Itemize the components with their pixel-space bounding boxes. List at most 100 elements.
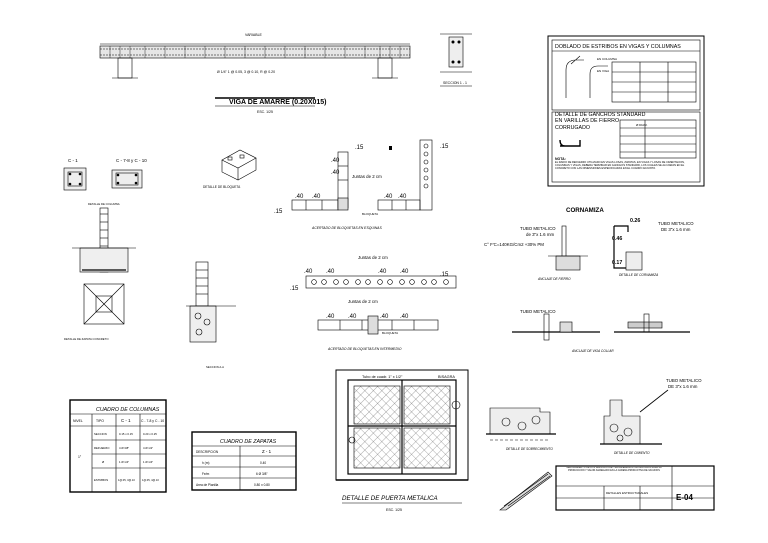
dim-026: 0.26 bbox=[630, 218, 640, 224]
columnas-secciones: C - 1 C - 7-8 y C - 10 DETALLE DE COLUMN… bbox=[63, 149, 257, 206]
dim-15-mid-r: .15 bbox=[440, 272, 449, 278]
c1-label: C - 1 bbox=[68, 158, 78, 163]
cz-h-0: DESCRIPCION bbox=[196, 450, 219, 454]
seccion-1-1-label: SECCION 1 - 1 bbox=[443, 81, 467, 85]
bloqueta-hueca-a: BLOQUETA bbox=[362, 212, 378, 216]
dim-40-h: .40 bbox=[326, 269, 335, 275]
zapata-label: DETALLE DE ZAPATA CONCRETO bbox=[64, 337, 109, 341]
cz-r0-c0: h (m) bbox=[202, 461, 209, 465]
cc-h-1: TIPO bbox=[96, 419, 104, 423]
bloqueta-hueca-b: BLOQUETA bbox=[382, 331, 398, 335]
dim-40-l: .40 bbox=[348, 314, 357, 320]
dim-15-top: .15 bbox=[355, 145, 364, 151]
cornamiza: CORNAMIZA TUBO METALICO de 3"x 1.6 mm C°… bbox=[484, 207, 694, 353]
seccion-1-1: SECCION 1 - 1 bbox=[440, 33, 472, 87]
estribos-col-label: EN COLUMNA bbox=[597, 57, 617, 61]
cc-r1-c3: 4 Ø 1/2" bbox=[143, 446, 153, 450]
dim-017: 0.17 bbox=[612, 260, 622, 266]
intermedio-label: ACERTADO DE BLOQUETAS EN INTERMEDIO bbox=[327, 347, 402, 351]
dim-40-k: .40 bbox=[326, 314, 335, 320]
sheet-name: DETALLES ESTRUCTURALES bbox=[606, 491, 648, 495]
sobrecimiento-label: DETALLE DE SOBRECIMIENTO bbox=[506, 447, 553, 451]
cz-r2-c0: Area de Planilla bbox=[196, 483, 219, 487]
title-block: MEJORAMIENTO DE LOS SERVICIOS DE TRANSFE… bbox=[499, 465, 715, 511]
dim-40-n: .40 bbox=[400, 314, 409, 320]
cimiento-label: DETALLE DE CIMIENTO bbox=[614, 451, 650, 455]
cc-r3-c2: 1@.05, 3@.10 bbox=[118, 478, 135, 482]
cc-r2-c3: 1 Ø 1/4" bbox=[143, 460, 153, 464]
dim-40-m: .40 bbox=[380, 314, 389, 320]
c2-label: C - 7-8 y C - 10 bbox=[116, 158, 147, 163]
cc-h-3: C - 7-8 y C - 10 bbox=[141, 419, 164, 423]
puerta-scale: ESC. 1/25 bbox=[386, 508, 402, 512]
bloquetas-intermedio: Juntas de 2 cm .40 .40 .40 .40 .15 .15 .… bbox=[290, 255, 457, 351]
zapata-elevacion: DETALLE DE ZAPATA CONCRETO bbox=[64, 207, 136, 341]
cc-r2-c1: Ø bbox=[102, 460, 105, 464]
cc-r3-c3: 1@.05, 4@.10 bbox=[142, 478, 159, 482]
cc-h-0: NIVEL bbox=[73, 419, 83, 423]
dim-40-g: .40 bbox=[304, 269, 313, 275]
dim-046: 0.46 bbox=[612, 236, 622, 242]
dim-40-a: .40 bbox=[331, 158, 340, 164]
cornamiza-title: CORNAMIZA bbox=[566, 207, 604, 214]
dim-40-b: .40 bbox=[331, 170, 340, 176]
junta-label-b: Juntas de 2 cm bbox=[358, 255, 388, 260]
detalle-cornamiza-label: DETALLE DE CORNAMIZA bbox=[619, 273, 658, 277]
bloqueta-label: DETALLE DE BLOQUETA bbox=[203, 185, 241, 189]
nota-text: EL RADIO DE REFUERZO UTILIZADO EN VIGAS … bbox=[555, 161, 685, 171]
cc-r1-c1: REFUERZO bbox=[94, 446, 110, 450]
project-name: MEJORAMIENTO DE LOS SERVICIOS DE TRANSFE… bbox=[566, 467, 662, 472]
ganchos-title: DETALLE DE GANCHOS STANDARD EN VARILLAS … bbox=[555, 112, 646, 131]
esquinas-label: ACERTADO DE BLOQUETAS EN ESQUINAS bbox=[311, 226, 382, 230]
cc-r2-c2: 1 Ø 1/4" bbox=[119, 460, 129, 464]
dim-15-right: .15 bbox=[440, 144, 449, 150]
puerta-metalica: Tubo de cuadr. 1" x 1/2" BISAGRA DETALLE… bbox=[335, 369, 469, 512]
bisagra-label: BISAGRA bbox=[438, 375, 455, 379]
concreto-label: C° F'C=140KG/Cm2 +30% PM bbox=[484, 242, 544, 247]
dim-40-e: .40 bbox=[384, 194, 393, 200]
viga-scale: ESC. 1/25 bbox=[257, 110, 273, 114]
estribos-panel: DOBLADO DE ESTRIBOS EN VIGAS Y COLUMNAS … bbox=[547, 35, 705, 187]
lamina-number: E-04 bbox=[676, 493, 693, 502]
tubo3-label: TUBO METALICO bbox=[520, 309, 556, 314]
viga-title: VIGA DE AMARRE (0.20X015) bbox=[229, 99, 327, 106]
estribos-title: DOBLADO DE ESTRIBOS EN VIGAS Y COLUMNAS bbox=[555, 44, 681, 50]
dim-15-left: .15 bbox=[274, 209, 283, 215]
junta-label-c: Juntas de 2 cm bbox=[348, 299, 378, 304]
col-section-label: DETALLE DE COLUMNA bbox=[88, 202, 120, 206]
cuadro-columnas: CUADRO DE COLUMNAS NIVEL TIPO C - 1 C - … bbox=[69, 399, 167, 493]
bloquetas-esquinas: .15 .40 .40 .40 .40 .15 .40 .40 .15 Junt… bbox=[274, 139, 449, 230]
tubo2-dim: DE 3"x 1.6 mm bbox=[661, 227, 691, 232]
cc-r2-c0: 1° bbox=[78, 455, 82, 459]
tubo-cim-label: TUBO METALICO bbox=[666, 378, 702, 383]
cc-r3-c1: ESTRIBOS bbox=[94, 478, 108, 482]
junta-label-a: Juntas de 2 cm bbox=[352, 174, 382, 179]
cuadro-zapatas: CUADRO DE ZAPATAS DESCRIPCION Z - 1 h (m… bbox=[191, 431, 297, 491]
seccion-aa-label: SECCION A-A bbox=[206, 365, 224, 369]
cimientos: TUBO METALICO DE 3"x 1.6 mm DETALLE DE S… bbox=[486, 378, 702, 455]
puerta-title: DETALLE DE PUERTA METALICA bbox=[342, 495, 438, 502]
bloqueta-isometric bbox=[221, 149, 257, 181]
cz-r2-c1: 0.80 x 0.80 bbox=[254, 483, 270, 487]
viga-variable-label: VARIABLE bbox=[245, 33, 263, 37]
ganchos-table-header: Ø DIAM. bbox=[636, 123, 648, 127]
tubo-cim-dim: DE 3"x 1.6 mm bbox=[668, 384, 698, 389]
dim-40-c: .40 bbox=[295, 194, 304, 200]
tubo2-label: TUBO METALICO bbox=[658, 221, 694, 226]
viga-collar-label: ANCLAJE DE VIGA COLLAR bbox=[571, 349, 614, 353]
dim-40-j: .40 bbox=[400, 269, 409, 275]
dim-40-f: .40 bbox=[398, 194, 407, 200]
anclaje-label: ANCLAJE DE FIERRO bbox=[537, 277, 571, 281]
nota-title: NOTA: bbox=[555, 157, 566, 161]
cuadro-columnas-title: CUADRO DE COLUMNAS bbox=[96, 407, 160, 413]
cz-r1-c0: Fe/m bbox=[202, 472, 210, 476]
dim-40-d: .40 bbox=[312, 194, 321, 200]
cz-r1-c1: 6 Ø 3/8" bbox=[256, 472, 268, 476]
viga-stirrup-note: Ø 1/4" 1 @ 0.05, 3 @ 0.10, R @ 0.20 bbox=[217, 70, 275, 74]
cz-r0-c1: 0.40 bbox=[260, 461, 266, 465]
cz-h-1: Z - 1 bbox=[262, 449, 272, 454]
tubo1-dim: de 3"x 1.6 mm bbox=[526, 232, 555, 237]
estribos-viga-label: EN VIGA bbox=[597, 69, 609, 73]
dim-40-i: .40 bbox=[378, 269, 387, 275]
